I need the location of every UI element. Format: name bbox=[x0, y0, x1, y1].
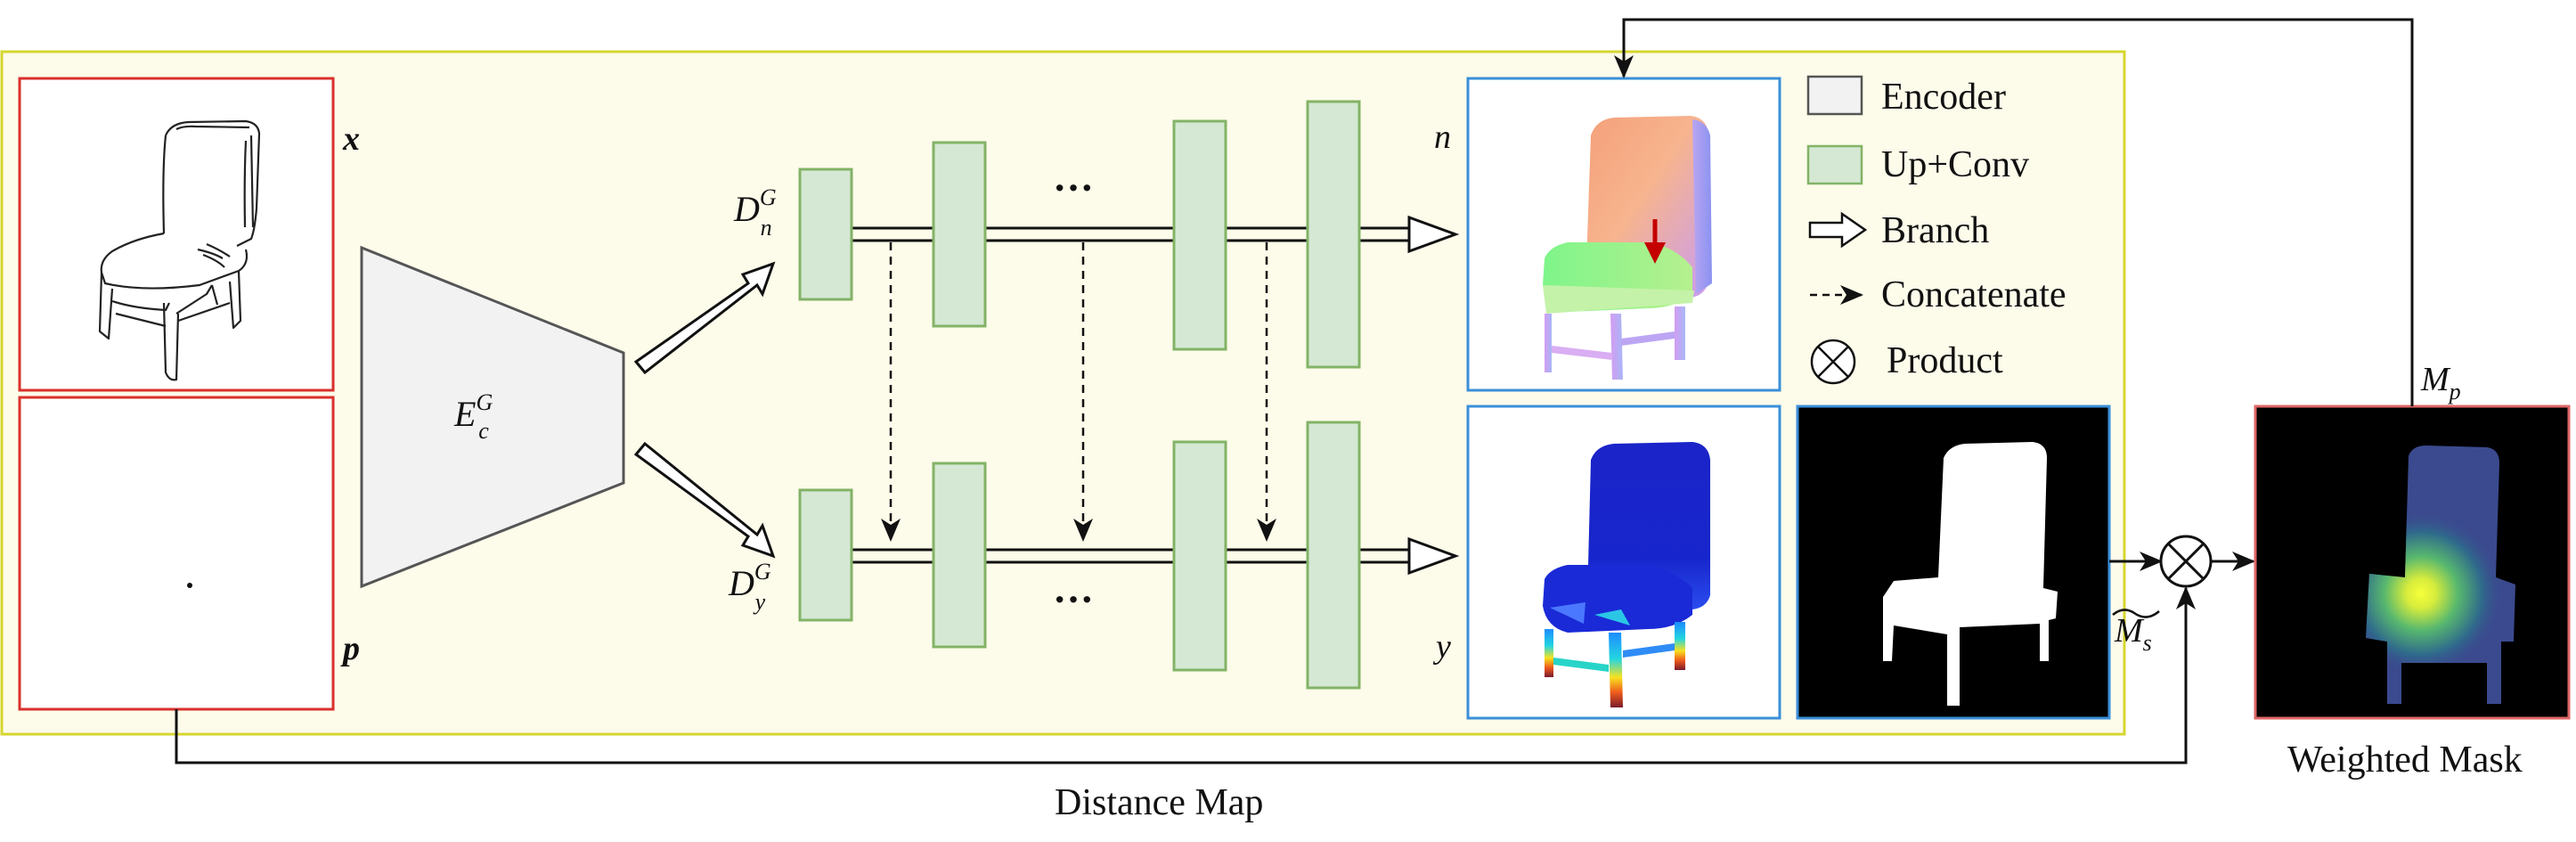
branch-arrow-down bbox=[633, 441, 776, 559]
legend-encoder-swatch bbox=[1806, 75, 1863, 116]
label-p: p bbox=[340, 630, 360, 667]
caption-weighted-mask: Weighted Mask bbox=[2287, 740, 2523, 781]
upconv-blocks-top bbox=[798, 100, 1361, 369]
chair-sketch-image bbox=[98, 119, 261, 381]
legend-product-text: Product bbox=[1887, 340, 2003, 381]
point-input-box bbox=[18, 396, 335, 711]
legend-encoder-text: Encoder bbox=[1881, 77, 2006, 118]
label-ms-tilde bbox=[2112, 609, 2160, 618]
label-y: y bbox=[1432, 628, 1451, 666]
upconv-blocks-bottom bbox=[798, 421, 1361, 690]
product-node bbox=[2159, 535, 2213, 588]
legend: Encoder Up+Conv Branch Concatenate Produ… bbox=[1806, 75, 2067, 385]
silhouette-chair-image bbox=[1883, 442, 2058, 706]
caption-distance-map: Distance Map bbox=[1055, 782, 1263, 823]
legend-upconv-text: Up+Conv bbox=[1881, 144, 2029, 185]
point-dot bbox=[187, 583, 192, 588]
legend-product-icon bbox=[1810, 339, 1856, 385]
feedback-connector bbox=[1614, 18, 2414, 406]
normal-map-chair-image bbox=[1543, 116, 1712, 380]
depth-map-chair-image bbox=[1543, 442, 1710, 707]
bottom-branch-arrowhead bbox=[1407, 536, 1460, 576]
label-ms: Ms bbox=[2114, 612, 2152, 656]
legend-concatenate-text: Concatenate bbox=[1881, 274, 2067, 315]
label-n: n bbox=[1434, 119, 1451, 156]
label-x: x bbox=[342, 120, 360, 158]
concatenate-arrows bbox=[881, 242, 1276, 542]
legend-branch-arrow-icon bbox=[1808, 211, 1868, 249]
sketch-input-box bbox=[18, 77, 335, 392]
label-mp: Mp bbox=[2420, 361, 2461, 405]
legend-upconv-swatch bbox=[1806, 144, 1863, 185]
ellipsis-bottom: ··· bbox=[1053, 576, 1094, 622]
distance-map-connector bbox=[175, 586, 2196, 764]
legend-branch-text: Branch bbox=[1881, 210, 1989, 251]
encoder-block bbox=[360, 245, 625, 589]
branch-arrow-up bbox=[633, 261, 776, 375]
top-branch-arrowhead bbox=[1407, 215, 1460, 254]
ellipsis-top: ··· bbox=[1053, 165, 1094, 210]
